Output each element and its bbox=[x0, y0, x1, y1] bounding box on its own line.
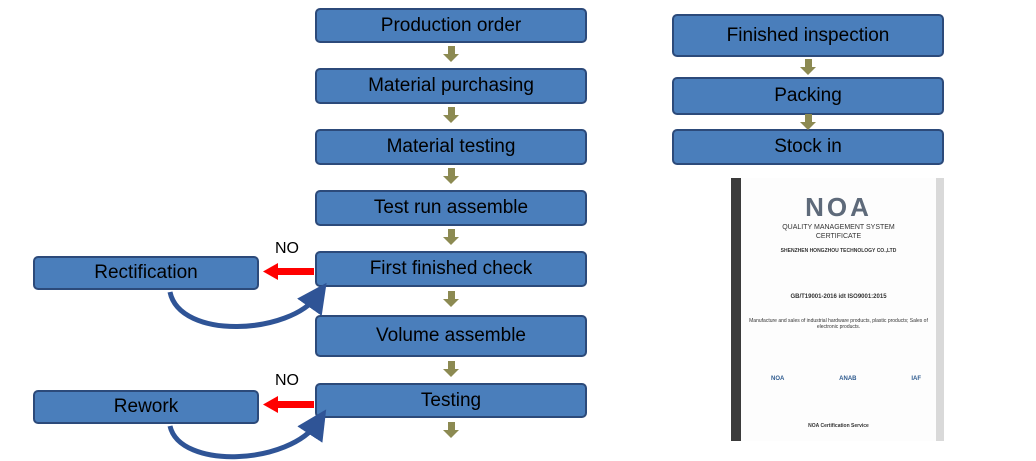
rectification-box: Rectification bbox=[33, 256, 259, 290]
step-label: Finished inspection bbox=[726, 24, 890, 46]
rework-label: Rework bbox=[113, 396, 179, 417]
certificate-badges: NOA ANAB IAF bbox=[771, 376, 921, 396]
certificate-footer: NOA Certification Service bbox=[808, 423, 869, 429]
step-material-purchasing: Material purchasing bbox=[315, 68, 587, 104]
step-material-testing: Material testing bbox=[315, 129, 587, 165]
certificate-company: SHENZHEN HONGZHOU TECHNOLOGY CO.,LTD bbox=[780, 248, 897, 254]
step-label: Material purchasing bbox=[368, 75, 534, 96]
step-stock-in: Stock in bbox=[672, 129, 944, 165]
step-label: Stock in bbox=[774, 136, 842, 157]
noa-badge-icon: NOA bbox=[771, 376, 785, 382]
no-label-rectification: NO bbox=[275, 240, 299, 257]
loop-arrow-rework bbox=[167, 409, 327, 460]
no-arrow-rework bbox=[263, 396, 314, 413]
step-testing: Testing bbox=[315, 383, 587, 418]
rectification-label: Rectification bbox=[94, 262, 198, 283]
iso-certificate-image: NOA QUALITY MANAGEMENT SYSTEM CERTIFICAT… bbox=[731, 178, 944, 441]
step-label: Volume assemble bbox=[376, 325, 526, 346]
step-test-run-assemble: Test run assemble bbox=[315, 190, 587, 226]
step-production-order: Production order bbox=[315, 8, 587, 43]
step-label: Production order bbox=[380, 14, 522, 36]
no-label-rework: NO bbox=[275, 372, 299, 389]
step-packing: Packing bbox=[672, 77, 944, 115]
rework-box: Rework bbox=[33, 390, 259, 424]
step-label: Material testing bbox=[386, 136, 516, 157]
step-label: Testing bbox=[420, 389, 482, 411]
certificate-scope: Manufacture and sales of industrial hard… bbox=[749, 318, 928, 330]
no-arrow-rectification bbox=[263, 263, 314, 280]
certificate-subtitle: CERTIFICATE bbox=[815, 233, 862, 240]
step-volume-assemble: Volume assemble bbox=[315, 315, 587, 357]
step-label: Test run assemble bbox=[373, 197, 529, 218]
step-first-finished-check: First finished check bbox=[315, 251, 587, 287]
step-finished-inspection: Finished inspection bbox=[672, 14, 944, 57]
certificate-standard: GB/T19001-2016 idt ISO9001:2015 bbox=[790, 294, 887, 300]
step-label: Packing bbox=[774, 85, 842, 106]
anab-badge-icon: ANAB bbox=[839, 376, 857, 382]
certificate-title: QUALITY MANAGEMENT SYSTEM bbox=[782, 224, 895, 231]
loop-arrow-rectification bbox=[167, 282, 327, 329]
step-label: First finished check bbox=[369, 258, 533, 279]
certificate-logo: NOA bbox=[805, 192, 872, 222]
iaf-badge-icon: IAF bbox=[911, 376, 921, 382]
